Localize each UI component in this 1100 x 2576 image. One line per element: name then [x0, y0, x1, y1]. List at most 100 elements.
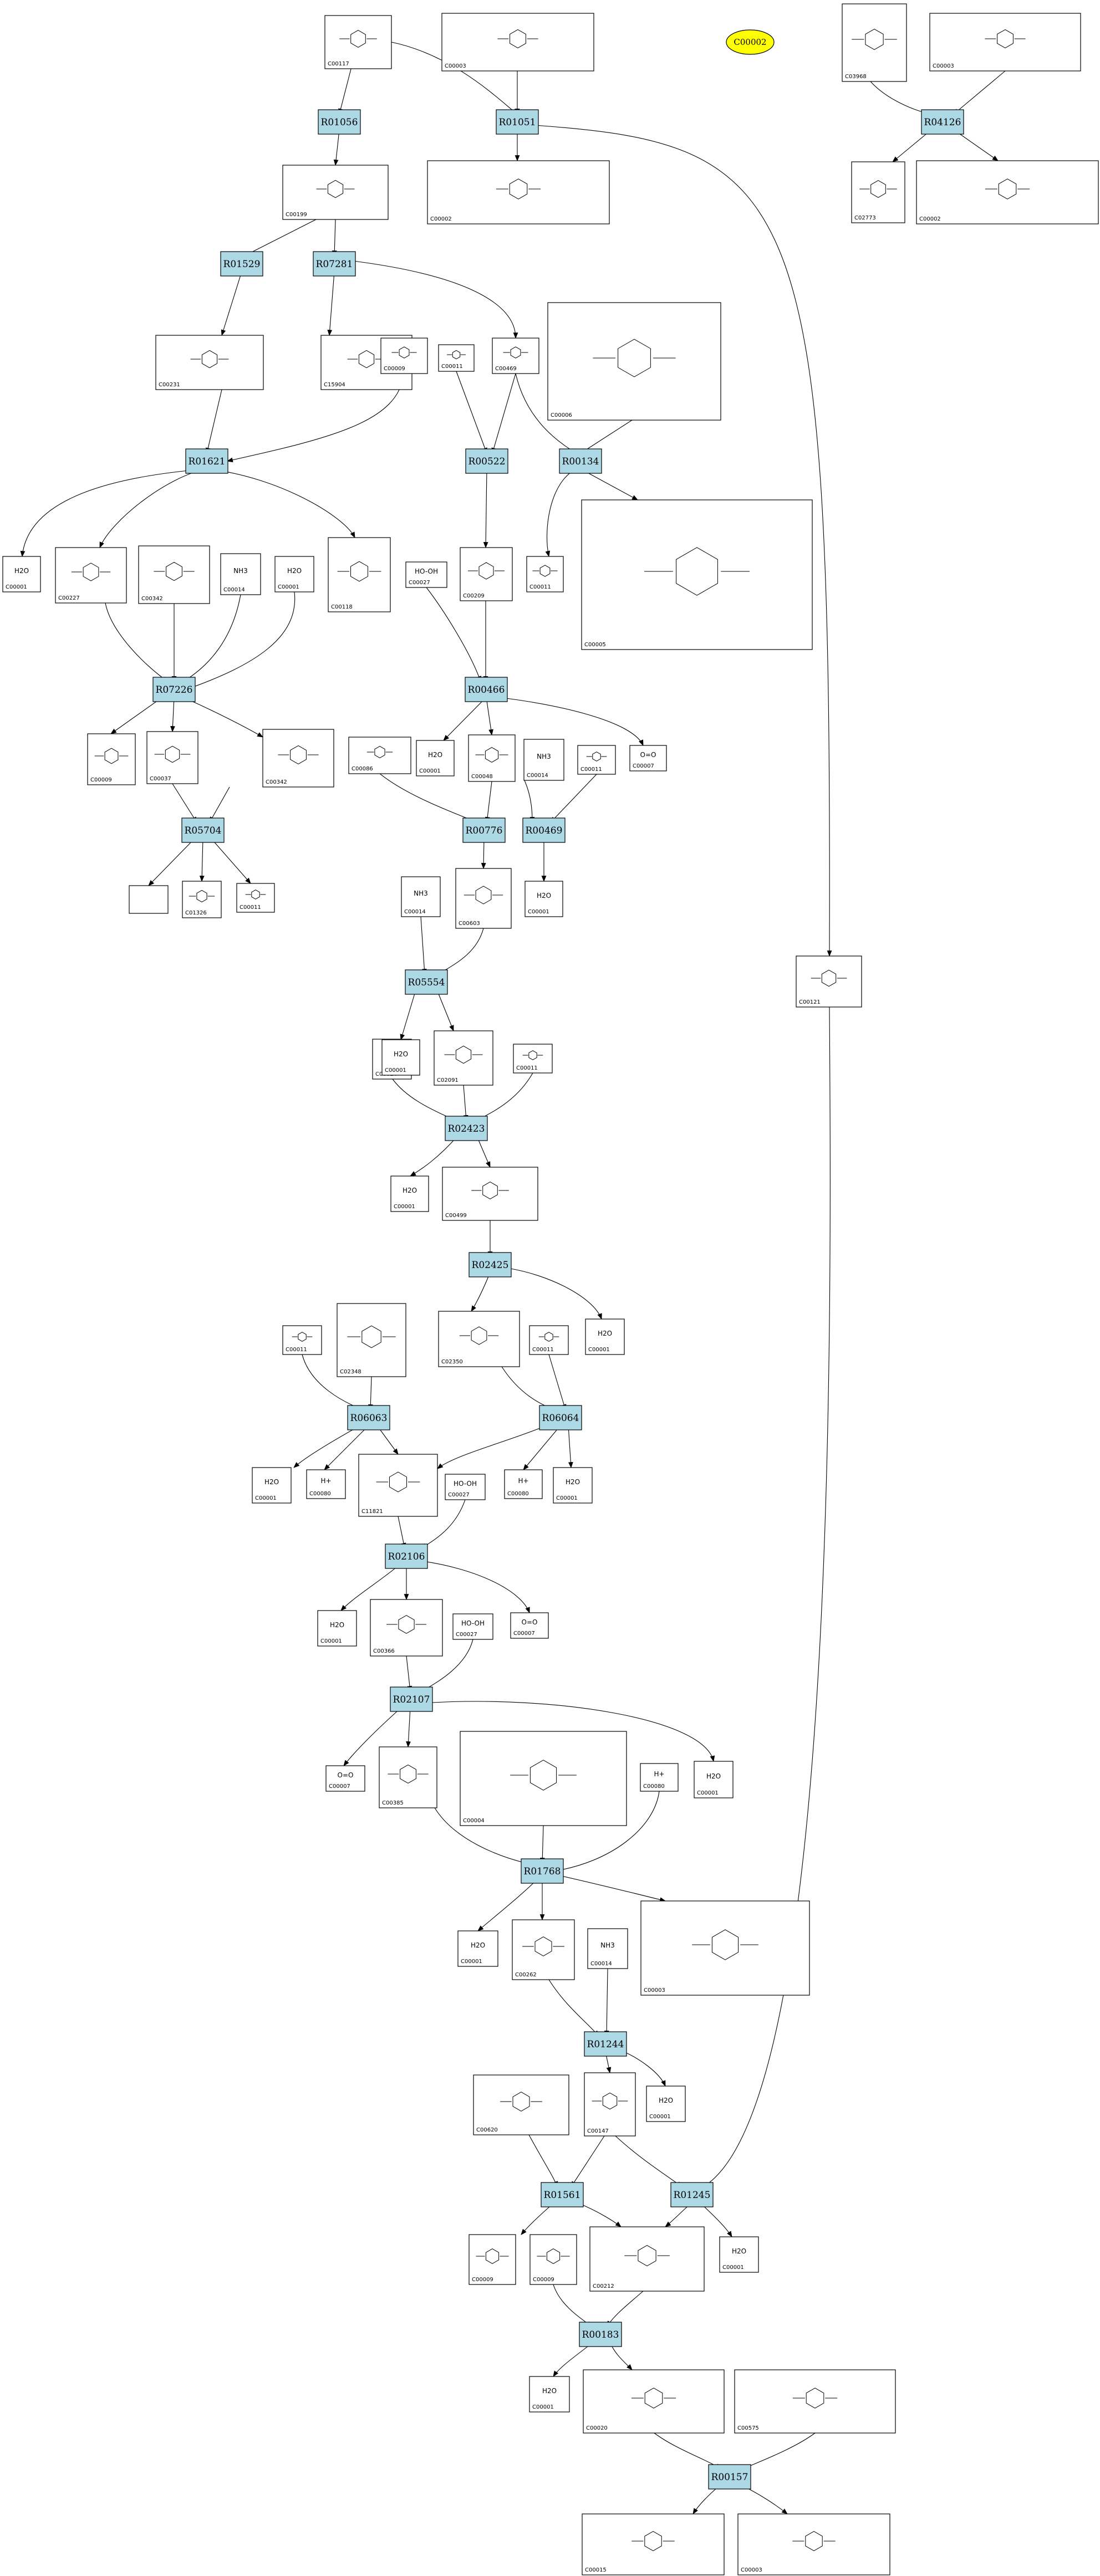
compound-C00080[interactable]: H+C00080 — [306, 1469, 346, 1499]
compound-C00080[interactable]: H+C00080 — [504, 1469, 543, 1499]
reaction-R01051[interactable]: R01051 — [496, 109, 539, 135]
reaction-R00469[interactable]: R00469 — [522, 817, 566, 843]
compound-C00002[interactable]: C00002 — [916, 160, 1099, 224]
reaction-R00466[interactable]: R00466 — [465, 677, 508, 702]
reaction-R00522[interactable]: R00522 — [465, 448, 508, 474]
compound-C00006[interactable]: C00006 — [547, 302, 721, 421]
reaction-R06063[interactable]: R06063 — [347, 1405, 390, 1430]
reaction-R06064[interactable]: R06064 — [539, 1405, 582, 1430]
reaction-R01768[interactable]: R01768 — [521, 1858, 564, 1884]
compound-C00015[interactable]: C00015 — [582, 2513, 725, 2575]
compound-C00009[interactable]: C00009 — [380, 338, 428, 374]
compound-C00048[interactable]: C00048 — [468, 734, 516, 782]
compound-C00342[interactable]: C00342 — [262, 729, 334, 788]
compound-C00005[interactable]: C00005 — [581, 499, 813, 650]
compound-empty[interactable] — [129, 885, 169, 914]
reaction-R00183[interactable]: R00183 — [579, 2322, 622, 2347]
compound-C00003[interactable]: C00003 — [441, 13, 594, 71]
compound-C00575[interactable]: C00575 — [734, 2369, 896, 2434]
compound-C00011[interactable]: C00011 — [529, 1325, 569, 1355]
compound-C00037[interactable]: C00037 — [146, 731, 198, 784]
compound-C01326[interactable]: C01326 — [182, 881, 222, 918]
compound-C03968[interactable]: C03968 — [842, 3, 907, 82]
compound-C00011[interactable]: C00011 — [438, 344, 475, 372]
reaction-R00157[interactable]: R00157 — [708, 2464, 751, 2490]
compound-C02091[interactable]: C02091 — [434, 1030, 493, 1086]
compound-C00011[interactable]: C00011 — [236, 883, 275, 913]
compound-C00227[interactable]: C00227 — [55, 547, 127, 604]
reaction-R01529[interactable]: R01529 — [220, 251, 263, 277]
compound-C00121[interactable]: C00121 — [796, 955, 862, 1008]
compound-C00620[interactable]: C00620 — [473, 2074, 569, 2135]
compound-C00385[interactable]: C00385 — [379, 1746, 437, 1808]
compound-C00199[interactable]: C00199 — [282, 165, 389, 220]
compound-C00117[interactable]: C00117 — [324, 15, 392, 69]
compound-C00499[interactable]: C00499 — [442, 1167, 538, 1221]
reaction-R02107[interactable]: R02107 — [390, 1686, 433, 1712]
compound-C02773[interactable]: C02773 — [851, 161, 905, 223]
compound-C00002[interactable]: C00002 — [427, 160, 610, 224]
compound-C00011[interactable]: C00011 — [577, 745, 616, 775]
compound-C00009[interactable]: C00009 — [468, 2234, 516, 2285]
compound-C00147[interactable]: C00147 — [584, 2072, 636, 2137]
compound-C02350[interactable]: C02350 — [438, 1311, 520, 1367]
compound-C00469[interactable]: C00469 — [492, 338, 539, 374]
compound-C00003[interactable]: C00003 — [640, 1900, 810, 1996]
reaction-R01561[interactable]: R01561 — [541, 2182, 584, 2207]
compound-C00080[interactable]: H+C00080 — [640, 1763, 679, 1792]
compound-C00011[interactable]: C00011 — [282, 1325, 322, 1355]
compound-C02348[interactable]: C02348 — [337, 1303, 406, 1377]
reaction-R01621[interactable]: R01621 — [185, 448, 228, 474]
reaction-R00776[interactable]: R00776 — [462, 817, 506, 843]
compound-C00003[interactable]: C00003 — [737, 2513, 890, 2575]
reaction-R01245[interactable]: R01245 — [670, 2182, 714, 2207]
reaction-R01244[interactable]: R01244 — [584, 2031, 627, 2057]
reaction-R02106[interactable]: R02106 — [385, 1543, 428, 1569]
compound-C00603[interactable]: C00603 — [455, 868, 512, 929]
compound-C00342[interactable]: C00342 — [138, 545, 210, 604]
reaction-R07281[interactable]: R07281 — [313, 251, 356, 277]
compound-C00086[interactable]: C00086 — [348, 737, 411, 774]
compound-C00366[interactable]: C00366 — [370, 1599, 443, 1657]
compound-C00118[interactable]: C00118 — [328, 537, 391, 612]
compound-C00212[interactable]: C00212 — [589, 2226, 705, 2292]
compound-C00011[interactable]: C00011 — [513, 1044, 553, 1074]
reaction-R02425[interactable]: R02425 — [468, 1252, 512, 1277]
compound-C00231[interactable]: C00231 — [155, 335, 264, 390]
compound-C00009[interactable]: C00009 — [87, 733, 136, 785]
reaction-R04126[interactable]: R04126 — [921, 109, 964, 135]
reaction-R02423[interactable]: R02423 — [445, 1116, 488, 1141]
compound-C11821[interactable]: C11821 — [358, 1454, 438, 1517]
compound-C00262[interactable]: C00262 — [512, 1919, 575, 1980]
compound-C00003[interactable]: C00003 — [929, 13, 1081, 71]
reaction-R01056[interactable]: R01056 — [318, 109, 361, 135]
compound-C00209[interactable]: C00209 — [460, 547, 513, 601]
highlight-compound-ellipse[interactable]: C00002 — [726, 29, 775, 55]
compound-C00020[interactable]: C00020 — [583, 2369, 725, 2434]
reaction-R00134[interactable]: R00134 — [559, 448, 602, 474]
reaction-R05554[interactable]: R05554 — [405, 969, 448, 995]
